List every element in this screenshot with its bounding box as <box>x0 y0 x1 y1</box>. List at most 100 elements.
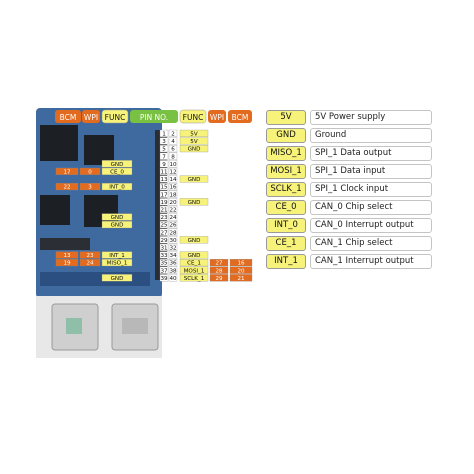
pin-odd-bg <box>159 167 169 175</box>
header-wpi-right: WPI <box>210 113 224 122</box>
bcm-left: 13 <box>63 253 71 259</box>
pin-odd: 27 <box>160 230 168 236</box>
pin-odd-bg <box>159 236 169 244</box>
pin-odd-bg <box>159 198 169 206</box>
func-left-bg <box>101 259 133 267</box>
pin-even-bg <box>168 274 178 282</box>
pin-even-bg <box>168 183 178 191</box>
func-right-bg <box>179 274 209 282</box>
pin-even: 26 <box>169 223 177 229</box>
func-right-bg <box>179 129 209 137</box>
board-photo <box>36 108 167 358</box>
legend-tag: CE_1 <box>266 236 306 251</box>
pin-odd: 31 <box>160 246 168 252</box>
pin-even: 2 <box>171 132 175 138</box>
pin-odd-bg <box>159 274 169 282</box>
legend-tag: MISO_1 <box>266 146 306 161</box>
header-bcm-right: BCM <box>232 113 249 122</box>
func-left: INT_0 <box>109 185 125 191</box>
wpi-left-bg <box>79 167 101 175</box>
func-right-bg <box>179 145 209 153</box>
pin-even-bg <box>168 266 178 274</box>
legend-tag: SCLK_1 <box>266 182 306 197</box>
header-pin-no: PIN NO. <box>140 113 168 122</box>
pin-odd-bg <box>159 259 169 267</box>
wpi-right-bg <box>209 274 229 282</box>
pin-odd: 35 <box>160 261 168 267</box>
func-left: GND <box>111 162 124 168</box>
func-right: MOSI_1 <box>184 268 205 274</box>
pin-even-bg <box>168 236 178 244</box>
func-right: SCLK_1 <box>184 276 205 282</box>
pin-odd: 1 <box>162 132 166 138</box>
bcm-left: 17 <box>63 170 71 176</box>
pin-odd: 15 <box>160 185 168 191</box>
pin-odd-bg <box>159 152 169 160</box>
pin-even: 32 <box>169 246 176 252</box>
wpi-right: 27 <box>215 261 223 267</box>
func-left-bg <box>101 221 133 229</box>
bcm-left: 19 <box>63 261 71 267</box>
board-silkscreen <box>40 272 150 286</box>
pin-even-bg <box>168 221 178 229</box>
legend-tag: 5V <box>266 110 306 125</box>
func-right: GND <box>188 177 201 183</box>
wpi-left: 3 <box>88 185 92 191</box>
header-func-right: FUNC <box>183 113 204 122</box>
func-right-bg <box>179 259 209 267</box>
func-left: CE_0 <box>110 170 124 176</box>
pin-odd: 5 <box>162 147 166 153</box>
func-left: GND <box>111 276 124 282</box>
pin-even: 10 <box>169 162 177 168</box>
pin-odd-bg <box>159 175 169 183</box>
pin-even-bg <box>168 152 178 160</box>
pin-odd-bg <box>159 213 169 221</box>
func-right-bg <box>179 266 209 274</box>
legend-desc: CAN_1 Interrupt output <box>310 254 432 269</box>
wpi-right: 28 <box>215 268 223 274</box>
legend-tag: INT_1 <box>266 254 306 269</box>
pin-even-bg <box>168 129 178 137</box>
pin-odd-bg <box>159 243 169 251</box>
pin-even: 20 <box>169 200 177 206</box>
func-right: 5V <box>190 139 198 145</box>
pin-odd-bg <box>159 228 169 236</box>
func-right: GND <box>188 147 201 153</box>
func-right: GND <box>188 200 201 206</box>
bcm-right: 21 <box>237 276 245 282</box>
terminal-block <box>40 238 90 250</box>
legend-tag: CE_0 <box>266 200 306 215</box>
pin-odd-bg <box>159 190 169 198</box>
pin-odd: 7 <box>162 154 166 160</box>
header-bcm-left-bg <box>55 110 81 123</box>
header-func-left: FUNC <box>105 113 126 122</box>
pin-odd: 9 <box>162 162 166 168</box>
pin-odd: 33 <box>160 253 168 259</box>
legend-item: CE_1 CAN_1 Chip select <box>266 236 432 251</box>
wpi-left: 0 <box>88 170 92 176</box>
pin-odd-bg <box>159 129 169 137</box>
bcm-right: 20 <box>237 268 245 274</box>
wpi-left-bg <box>79 251 101 259</box>
func-left-bg <box>101 251 133 259</box>
func-right-bg <box>179 251 209 259</box>
pin-even-bg <box>168 251 178 259</box>
pin-even: 18 <box>169 192 177 198</box>
port-connector-1 <box>66 318 82 334</box>
header-row: BCM WPI FUNC PIN NO. FUNC WPI BCM <box>55 109 252 124</box>
wpi-left-bg <box>79 183 101 191</box>
func-right: GND <box>188 238 201 244</box>
pin-even: 8 <box>171 154 175 160</box>
legend-desc: CAN_1 Chip select <box>310 236 432 251</box>
pin-even-bg <box>168 160 178 168</box>
header-bcm-right-bg <box>228 110 252 123</box>
func-left-bg <box>101 274 133 282</box>
